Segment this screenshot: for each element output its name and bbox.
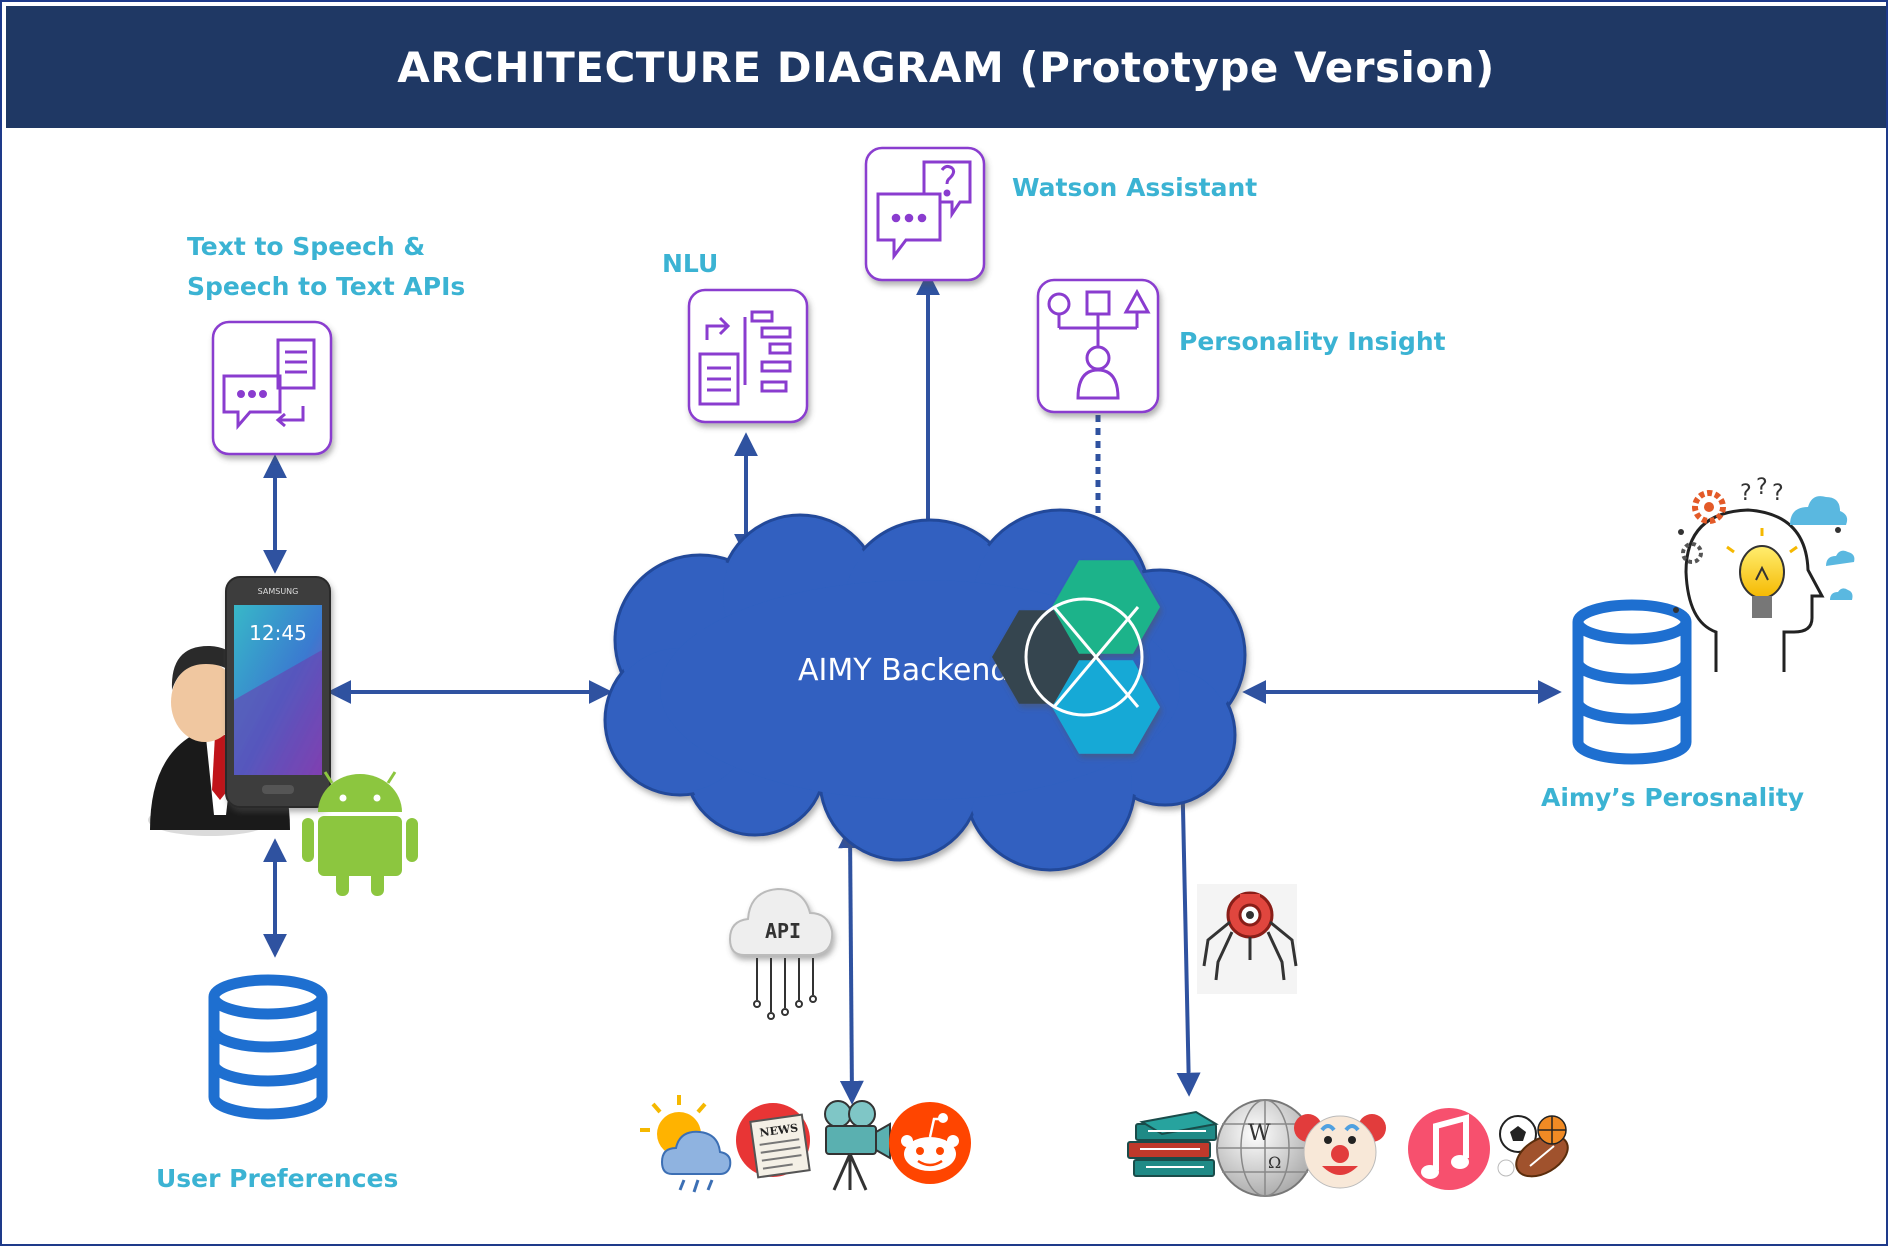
android-icon [302,771,418,896]
music-icon [1408,1108,1490,1190]
smartphone-icon[interactable]: SAMSUNG 12:45 [225,576,331,808]
flowchart-doc-icon [698,310,792,406]
aimy-personality-label: Aimy’s Perosnality [1541,783,1804,812]
page-title: ARCHITECTURE DIAGRAM (Prototype Version) [397,42,1495,92]
ibm-hexagon-icon [992,560,1160,754]
nlu-label: NLU [662,249,718,278]
wikipedia-icon: W Ω [1216,1099,1314,1197]
chat-question-icon [876,160,972,261]
brain-lightbulb-icon: ? ? ? [1673,475,1855,672]
news-badge: NEWS [759,1121,799,1139]
svg-text:Ω: Ω [1268,1153,1281,1172]
tts-label-line2: Speech to Text APIs [187,272,465,301]
arrow-backend-scraper [1170,756,1201,1097]
reddit-icon [889,1102,971,1184]
personality-insight-box[interactable] [1036,278,1160,414]
chat-doc-icon [222,338,316,431]
clown-icon [1294,1114,1386,1189]
user-preferences-label: User Preferences [156,1164,398,1193]
connector-arrows [263,271,1562,1105]
video-camera-icon [824,1100,891,1191]
books-icon [1127,1110,1219,1177]
svg-text:?: ? [1740,481,1752,506]
watson-assistant-box[interactable] [864,146,986,282]
weather-icon [640,1095,732,1193]
api-cloud-label: API [765,919,801,943]
nlu-service-box[interactable] [687,288,809,424]
header-bar: ARCHITECTURE DIAGRAM (Prototype Version) [6,6,1886,128]
svg-text:?: ? [1772,481,1784,506]
svg-text:?: ? [1756,475,1768,500]
arrow-backend-apis [838,824,864,1105]
aimy-personality-database-icon [1572,599,1692,765]
backend-label: AIMY Backend [798,653,1009,688]
news-icon: NEWS [736,1103,811,1179]
tts-stt-api-box[interactable] [211,320,333,456]
personality-insight-label: Personality Insight [1179,327,1446,356]
spider-robot-icon [1197,884,1298,994]
watson-label: Watson Assistant [1012,173,1257,202]
api-cloud-icon: API [728,887,834,1020]
user-preferences-database-icon [208,974,328,1120]
sports-icon [1497,1115,1569,1178]
phone-brand: SAMSUNG [258,587,299,596]
phone-clock: 12:45 [249,621,307,645]
shapes-person-icon [1047,288,1151,400]
tts-label-line1: Text to Speech & [187,232,425,261]
svg-text:W: W [1248,1121,1271,1146]
